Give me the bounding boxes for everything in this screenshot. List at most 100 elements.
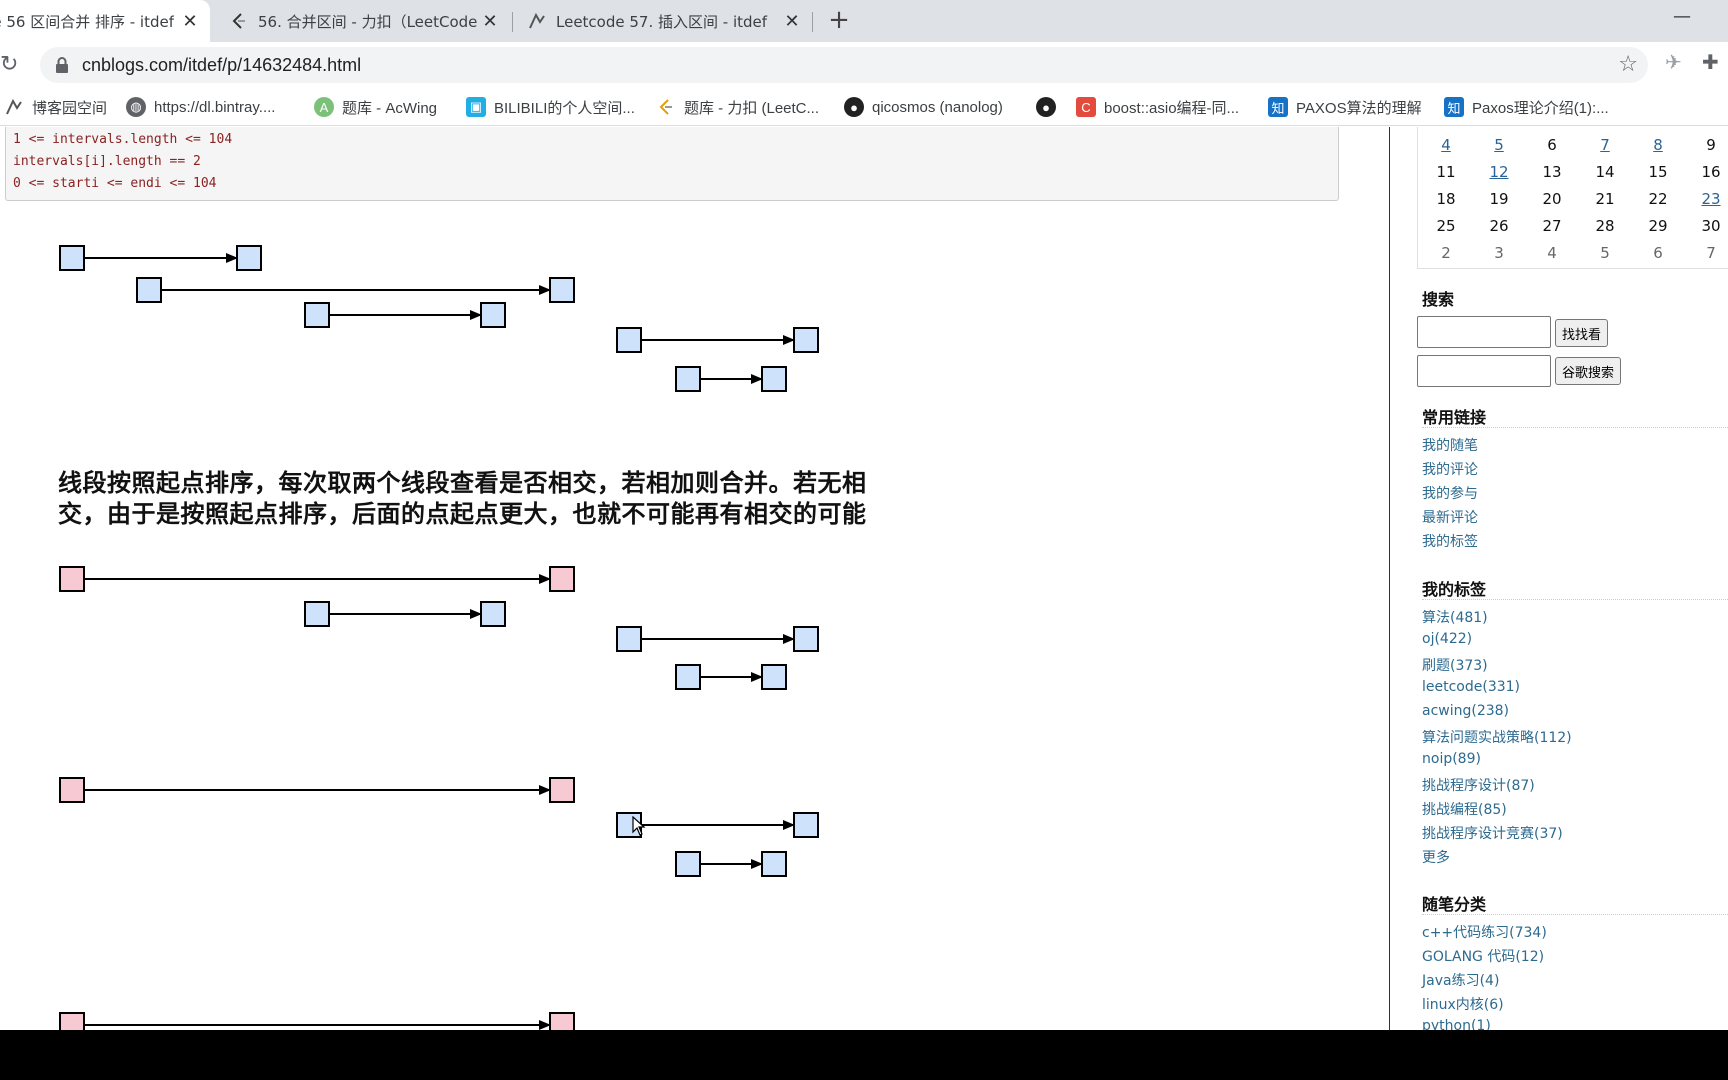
bookmark-label: 题库 - AcWing: [342, 99, 438, 117]
minimize-button[interactable]: —: [1673, 6, 1691, 27]
calendar-day: 2: [1441, 244, 1451, 262]
close-icon[interactable]: ✕: [784, 10, 800, 32]
tag-link[interactable]: 更多: [1422, 850, 1450, 866]
star-icon[interactable]: ☆: [1618, 52, 1638, 77]
bookmarks-bar: 博客园空间 ◍ https://dl.bintray.... A 题库 - Ac…: [0, 88, 1728, 126]
categories-title: 随笔分类: [1422, 895, 1487, 914]
google-search-button[interactable]: 谷歌搜索: [1555, 357, 1622, 385]
tag-link[interactable]: acwing(238): [1422, 703, 1510, 719]
interval-endpoint: [480, 601, 506, 627]
common-links-title: 常用链接: [1422, 408, 1487, 427]
interval-endpoint: [549, 277, 575, 303]
interval-endpoint: [59, 566, 85, 592]
interval-endpoint: [59, 1012, 85, 1030]
tag-link[interactable]: noip(89): [1422, 751, 1481, 767]
bookmark-github[interactable]: ●: [1036, 96, 1064, 118]
calendar-day[interactable]: 23: [1701, 190, 1721, 208]
bookmark-zhihu-paxos-theory[interactable]: 知 Paxos理论介绍(1):...: [1444, 96, 1609, 118]
tab-active[interactable]: Leetcode 56 区间合并 排序 - itdef ✕: [0, 0, 210, 42]
category-link[interactable]: linux内核(6): [1422, 997, 1504, 1013]
calendar-day[interactable]: 8: [1653, 136, 1663, 154]
address-bar[interactable]: cnblogs.com/itdef/p/14632484.html ☆: [40, 47, 1648, 83]
tag-link[interactable]: 挑战程序设计(87): [1422, 778, 1535, 794]
category-link[interactable]: GOLANG 代码(12): [1422, 949, 1545, 965]
tag-link[interactable]: 算法问题实战策略(112): [1422, 730, 1572, 746]
tab-leetcode-insert[interactable]: Leetcode 57. 插入区间 - itdef - 博客园 ✕: [528, 0, 812, 42]
tab-leetcode-merge[interactable]: 56. 合并区间 - 力扣（LeetCode） ✕: [230, 0, 510, 42]
code-line: 1 <= intervals.length <= 104: [13, 132, 233, 147]
zhihu-icon: 知: [1444, 97, 1464, 117]
interval-endpoint: [761, 664, 787, 690]
common-link[interactable]: 我的标签: [1422, 534, 1478, 550]
calendar-day: 18: [1436, 190, 1456, 208]
new-tab-button[interactable]: +: [828, 5, 850, 35]
bookmark-acwing[interactable]: A 题库 - AcWing: [314, 96, 437, 118]
bookmark-label: PAXOS算法的理解: [1296, 99, 1422, 117]
cnblogs-icon: [528, 12, 546, 30]
interval-endpoint: [675, 851, 701, 877]
toolbar: ↻ cnblogs.com/itdef/p/14632484.html ☆ ✈ …: [0, 42, 1728, 88]
calendar-day: 7: [1706, 244, 1716, 262]
interval-endpoint: [793, 626, 819, 652]
search-input[interactable]: [1417, 316, 1551, 348]
puzzle-icon[interactable]: ✚: [1702, 50, 1719, 74]
tag-link[interactable]: 算法(481): [1422, 610, 1488, 626]
interval-endpoint: [304, 601, 330, 627]
calendar-day: 25: [1436, 217, 1456, 235]
interval-endpoint: [675, 664, 701, 690]
browser-window: Leetcode 56 区间合并 排序 - itdef ✕ 56. 合并区间 -…: [0, 0, 1728, 1030]
mouse-cursor-icon: [632, 815, 646, 836]
bookmark-github-qicosmos[interactable]: ● qicosmos (nanolog): [844, 96, 1003, 118]
divider: [1422, 599, 1728, 600]
tag-link[interactable]: 刷题(373): [1422, 658, 1488, 674]
close-icon[interactable]: ✕: [482, 10, 498, 32]
tag-link[interactable]: 挑战程序设计竞赛(37): [1422, 826, 1563, 842]
interval-diagram: [59, 245, 819, 1030]
my-tags-title: 我的标签: [1422, 580, 1487, 599]
category-link[interactable]: c++代码练习(734): [1422, 925, 1547, 941]
bookmark-bintray[interactable]: ◍ https://dl.bintray....: [126, 96, 275, 118]
reload-icon[interactable]: ↻: [0, 52, 19, 77]
tag-link[interactable]: 挑战编程(85): [1422, 802, 1507, 818]
tab-separator: [812, 12, 813, 32]
common-link[interactable]: 我的随笔: [1422, 438, 1478, 454]
calendar-day: 14: [1595, 163, 1615, 181]
zhihu-icon: 知: [1268, 97, 1288, 117]
interval-endpoint: [480, 302, 506, 328]
tag-link[interactable]: leetcode(331): [1422, 679, 1521, 695]
common-link[interactable]: 我的评论: [1422, 462, 1478, 478]
calendar-day[interactable]: 12: [1489, 163, 1509, 181]
bookmark-csdn[interactable]: C boost::asio编程-同...: [1076, 96, 1239, 118]
calendar-day: 6: [1653, 244, 1663, 262]
interval-endpoint: [549, 777, 575, 803]
category-link[interactable]: python(1): [1422, 1018, 1491, 1030]
find-button[interactable]: 找找看: [1555, 319, 1609, 347]
category-link[interactable]: Java练习(4): [1422, 973, 1500, 989]
extension-icon[interactable]: ✈: [1665, 50, 1682, 74]
bookmark-bilibili[interactable]: ▣ BILIBILI的个人空间...: [466, 96, 635, 118]
code-line: 0 <= starti <= endi <= 104: [13, 176, 217, 191]
lock-icon: [56, 57, 68, 73]
globe-icon: ◍: [126, 97, 146, 117]
bookmark-cnblogs[interactable]: 博客园空间: [4, 96, 107, 118]
interval-endpoint: [59, 245, 85, 271]
tag-link[interactable]: oj(422): [1422, 631, 1473, 647]
google-search-input[interactable]: [1417, 355, 1551, 387]
leetcode-icon: [656, 97, 676, 117]
calendar-day: 9: [1706, 136, 1716, 154]
common-link[interactable]: 最新评论: [1422, 510, 1478, 526]
common-link[interactable]: 我的参与: [1422, 486, 1478, 502]
interval-endpoint: [549, 1012, 575, 1030]
calendar-day: 20: [1542, 190, 1562, 208]
bookmark-label: BILIBILI的个人空间...: [494, 99, 635, 117]
calendar-day[interactable]: 7: [1600, 136, 1610, 154]
calendar-day[interactable]: 5: [1494, 136, 1504, 154]
bookmark-label: 博客园空间: [32, 99, 108, 117]
bookmark-zhihu-paxos[interactable]: 知 PAXOS算法的理解: [1268, 96, 1422, 118]
bookmark-leetcode[interactable]: 题库 - 力扣 (LeetC...: [656, 96, 819, 118]
calendar-day: 19: [1489, 190, 1509, 208]
calendar-day[interactable]: 4: [1441, 136, 1451, 154]
close-icon[interactable]: ✕: [182, 10, 198, 32]
bookmark-label: boost::asio编程-同...: [1104, 99, 1240, 117]
